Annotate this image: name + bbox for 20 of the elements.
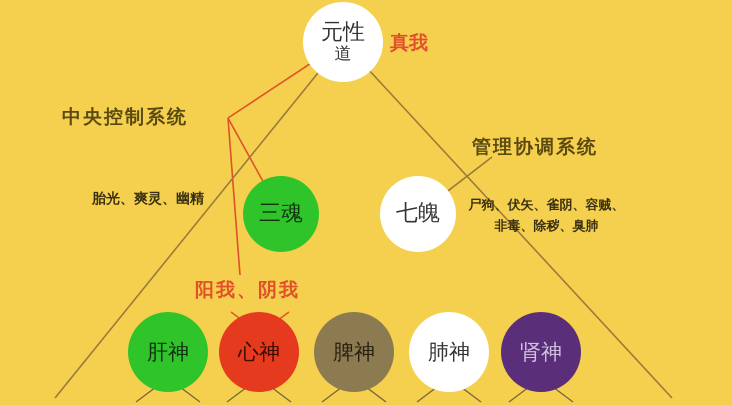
node-label: 肺神 xyxy=(428,340,470,364)
line xyxy=(370,70,673,399)
side-note: 真我 xyxy=(390,31,429,56)
node-label: 肝神 xyxy=(147,340,189,364)
line xyxy=(54,72,318,398)
node-label: 脾神 xyxy=(333,340,375,364)
node-label: 元性 xyxy=(321,20,365,45)
annotation-text: 管理协调系统 xyxy=(472,134,598,160)
annotation-text: 阳我、阴我 xyxy=(195,277,300,303)
leader-line xyxy=(227,118,264,182)
node-label: 心神 xyxy=(238,340,280,364)
node-label: 七魄 xyxy=(396,201,440,227)
node-label: 三魂 xyxy=(259,201,303,227)
leader-line xyxy=(227,118,241,276)
annotation-text: 中央控制系统 xyxy=(62,104,188,130)
side-note: 胎光、爽灵、幽精 xyxy=(92,190,205,209)
node-label: 道 xyxy=(334,44,352,64)
node-label: 肾神 xyxy=(520,340,562,364)
leader-line xyxy=(228,63,310,119)
leader-line xyxy=(448,156,492,192)
